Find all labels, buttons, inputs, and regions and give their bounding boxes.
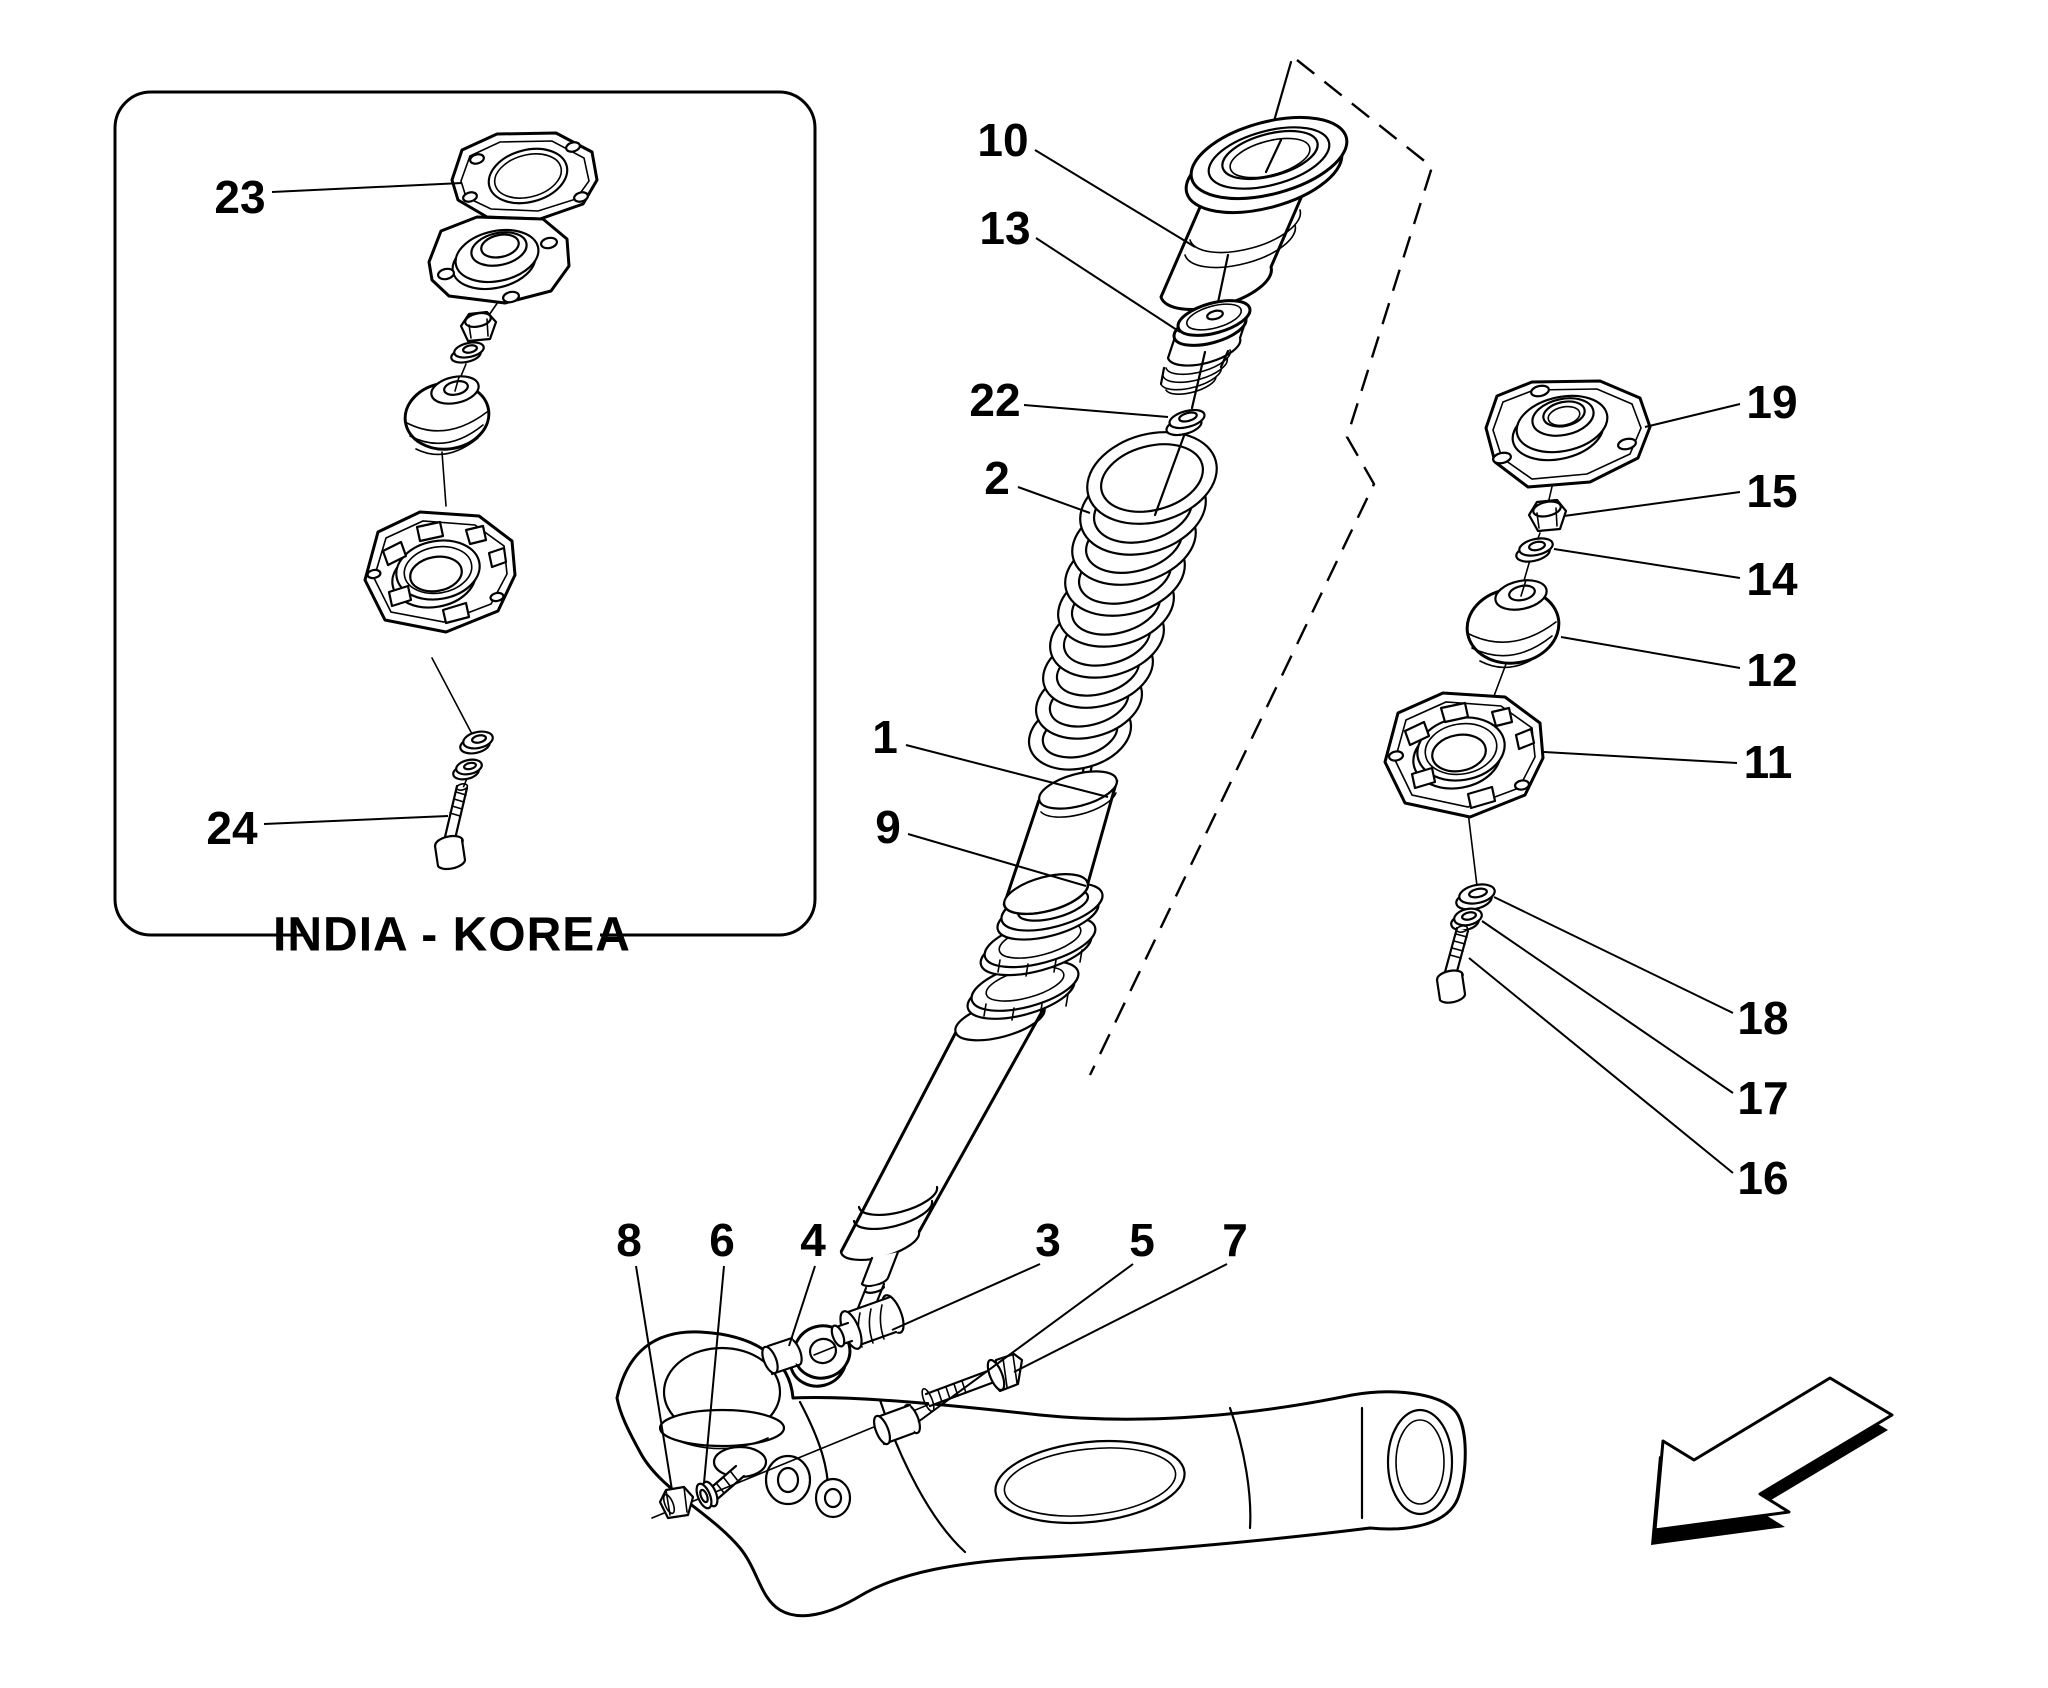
- part-14-washer: [1515, 537, 1554, 563]
- leader-line-22: [1023, 404, 1169, 418]
- part-label-22: 22: [969, 374, 1020, 426]
- part-label-18: 18: [1737, 992, 1788, 1044]
- part-12-rubber-buffer: [1465, 579, 1561, 669]
- leader-line-5: [917, 1263, 1134, 1423]
- part-label-10: 10: [977, 114, 1028, 166]
- part-24-bolt: [433, 783, 469, 871]
- part-label-12: 12: [1746, 644, 1797, 696]
- part-label-17: 17: [1737, 1072, 1788, 1124]
- inset-washer: [450, 341, 485, 364]
- leader-line-18: [1493, 896, 1734, 1014]
- part-label-13: 13: [979, 202, 1030, 254]
- part-22-washer: [1165, 408, 1206, 437]
- right-mount-assembly: [1383, 379, 1652, 1004]
- direction-arrow: [1651, 1376, 1894, 1545]
- inset-flat-washer: [452, 758, 483, 781]
- caption-mask: [305, 906, 600, 964]
- leader-line-23: [271, 182, 463, 193]
- leader-line-12: [1560, 636, 1741, 669]
- piston-rod-line: [1153, 431, 1187, 517]
- part-label-5: 5: [1129, 1214, 1155, 1266]
- part-label-3: 3: [1035, 1214, 1061, 1266]
- leader-line-6: [703, 1265, 725, 1484]
- part-label-1: 1: [872, 711, 898, 763]
- part-label-2: 2: [984, 452, 1010, 504]
- part-15-nut: [1527, 498, 1568, 533]
- part-3-bushing: [830, 1294, 905, 1350]
- part-19-mount-plate: [1484, 379, 1652, 489]
- part-17-washer: [1450, 907, 1483, 932]
- part-1-shock-absorber-body: [788, 998, 1046, 1388]
- part-label-7: 7: [1222, 1214, 1248, 1266]
- leader-line-10: [1034, 149, 1196, 248]
- lower-control-arm: [615, 1330, 1467, 1618]
- inset-mount-plate: [427, 215, 571, 305]
- part-4-bushing: [761, 1336, 803, 1376]
- leader-line-4: [788, 1265, 816, 1347]
- part-label-14: 14: [1746, 553, 1798, 605]
- part-23-flange-plate: [450, 131, 599, 221]
- leader-line-9: [907, 833, 1087, 887]
- part-label-16: 16: [1737, 1152, 1788, 1204]
- part-6-washer: [695, 1480, 719, 1510]
- part-label-4: 4: [800, 1214, 826, 1266]
- leader-line-1: [905, 744, 1109, 798]
- leader-line-11: [1543, 751, 1738, 764]
- part-label-9: 9: [875, 801, 901, 853]
- part-label-8: 8: [616, 1214, 642, 1266]
- part-18-washer: [1455, 883, 1496, 911]
- part-label-24: 24: [206, 802, 258, 854]
- part-10-bushing-cup: [1159, 60, 1349, 311]
- part-8-nut: [658, 1485, 695, 1520]
- leader-line-13: [1035, 237, 1181, 333]
- part-label-11: 11: [1744, 736, 1793, 788]
- part-13-threaded-plug: [1159, 253, 1252, 395]
- part-label-23: 23: [214, 171, 265, 223]
- part-11-bracket-plate: [1383, 691, 1545, 819]
- inset-spring-washer: [459, 730, 494, 755]
- leader-line-7: [1013, 1263, 1228, 1373]
- part-label-15: 15: [1746, 465, 1797, 517]
- leader-line-17: [1481, 920, 1734, 1094]
- leader-line-19: [1644, 403, 1741, 428]
- part-label-6: 6: [709, 1214, 735, 1266]
- leader-line-14: [1553, 548, 1741, 579]
- inset-bracket-plate: [363, 510, 517, 634]
- part-label-19: 19: [1746, 376, 1797, 428]
- inset-caption: INDIA - KOREA: [273, 909, 631, 962]
- leader-line-24: [263, 815, 449, 825]
- dashed-group-line: [1088, 59, 1434, 1076]
- part-5-sleeve-bushing: [872, 1403, 922, 1446]
- leader-line-16: [1468, 957, 1734, 1174]
- leader-line-8: [635, 1265, 673, 1491]
- part-2-coil-spring: [1027, 431, 1218, 771]
- inset-rubber-buffer: [403, 375, 491, 456]
- leader-line-3: [891, 1263, 1041, 1331]
- leader-line-15: [1563, 491, 1741, 517]
- rod-line: [1190, 350, 1207, 410]
- part-16-bolt: [1435, 925, 1470, 1004]
- inset-nut: [459, 310, 498, 343]
- inset-assembly: [363, 131, 599, 871]
- leader-line-2: [1017, 486, 1091, 514]
